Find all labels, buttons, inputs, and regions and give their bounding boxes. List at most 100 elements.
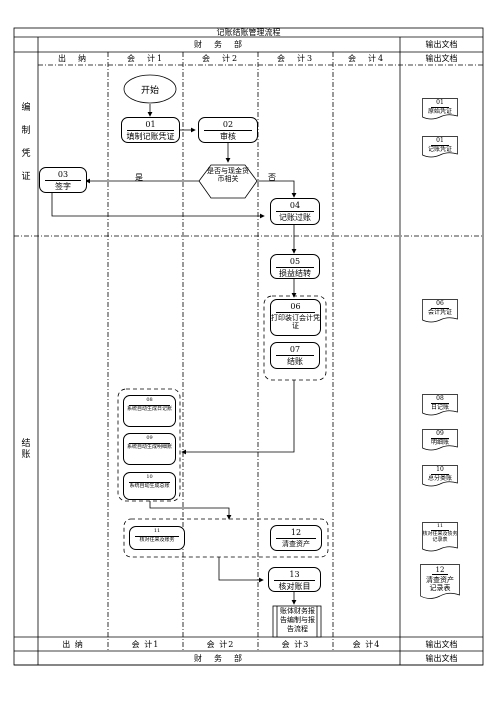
doc-label: 日记账 [430, 403, 449, 411]
node-05-label: 损益结转 [279, 269, 311, 279]
no-label: 否 [268, 173, 276, 182]
doc-label: 会计凭证 [427, 308, 452, 316]
node-09-label: 系统自动生成明细账 [127, 443, 173, 450]
doc-num: 10 [431, 466, 449, 475]
node-01: 01 填制记账凭证 [121, 117, 180, 143]
document-icon [422, 465, 458, 487]
doc-label: 总分类账 [427, 474, 452, 482]
node-06: 06 打印装订会计凭证 [270, 299, 321, 336]
node-12-label: 清查资产 [282, 540, 310, 549]
node-07-num: 07 [276, 345, 314, 357]
node-05-num: 05 [276, 257, 314, 269]
node-08-label: 系统自动生成日记账 [127, 405, 173, 412]
node-13-label: 核对账目 [278, 582, 311, 592]
node-07-label: 结账 [287, 357, 303, 367]
node-03-num: 03 [45, 170, 81, 182]
dept-header: 财 务 部 [194, 40, 244, 49]
doc-num: 08 [431, 395, 449, 404]
node-02-label: 审核 [220, 132, 236, 142]
document-icon [422, 98, 458, 120]
doc-label: 清查资产记录表 [426, 576, 454, 593]
node-12-num: 12 [276, 528, 316, 540]
doc-label: 记账凭证 [427, 145, 452, 153]
lane-accountant-3: 会 计3 [276, 54, 315, 63]
node-08-num: 08 [129, 397, 170, 406]
node-05: 05 损益结转 [270, 254, 320, 279]
node-10-num: 10 [129, 474, 170, 483]
decision-label: 是否与现金货币相关 [207, 167, 249, 184]
node-09-num: 09 [129, 435, 170, 444]
phase-label-2a: 结 [21, 439, 31, 449]
node-12: 12 清查资产 [270, 525, 322, 551]
lane-cashier: 出 纳 [58, 54, 88, 63]
phase-label-1d: 证 [21, 172, 31, 182]
node-01-label: 填制记账凭证 [126, 132, 175, 142]
doc-num: 06 [431, 300, 449, 309]
node-03: 03 签字 [39, 167, 87, 193]
phase-label-1a: 编 [21, 103, 31, 113]
node-13-num: 13 [274, 570, 315, 582]
start-node: 开始 [140, 86, 159, 96]
node-06-num: 06 [276, 302, 315, 314]
lane-output: 输出文档 [425, 54, 458, 63]
doc-num: 12 [432, 566, 448, 576]
output-header: 输出文档 [425, 40, 458, 49]
document-icon [420, 564, 460, 599]
footer-lane-accountant-3: 会 计3 [281, 639, 310, 649]
lane-accountant-2: 会 计2 [201, 54, 240, 63]
node-07: 07 结账 [270, 342, 320, 369]
document-icon [422, 522, 458, 552]
subprocess-label: 账体财务报告编制与报告流程 [280, 607, 315, 633]
node-01-num: 01 [127, 120, 174, 132]
phase-label-1c: 凭 [21, 149, 31, 159]
lane-accountant-4: 会 计4 [347, 54, 386, 63]
doc-label: 原始凭证 [427, 107, 452, 115]
phase-label-2b: 账 [21, 450, 31, 460]
page-title: 记账结账管理流程 [216, 28, 281, 37]
footer-lane-accountant-2: 会 计2 [206, 639, 235, 649]
node-04: 04 记账过账 [270, 198, 320, 225]
node-03-label: 签字 [55, 182, 71, 192]
document-icon [422, 394, 458, 416]
node-09: 09 系统自动生成明细账 [123, 433, 176, 465]
node-02: 02 审核 [198, 117, 258, 143]
node-10: 10 系统自动生成总账 [123, 472, 176, 500]
doc-label: 核对往来及债务记录表 [422, 530, 458, 543]
node-13: 13 核对账目 [268, 567, 321, 592]
footer-lane-cashier: 出 纳 [62, 639, 84, 649]
node-11: 11 核对往来及账务 [129, 526, 185, 550]
doc-num: 11 [431, 523, 449, 531]
node-02-num: 02 [204, 120, 252, 132]
node-11-num: 11 [135, 528, 179, 537]
footer-output-2: 输出文档 [425, 653, 458, 663]
footer-lane-accountant-1: 会 计1 [131, 639, 160, 649]
node-06-label: 打印装订会计凭证 [271, 314, 320, 331]
node-04-label: 记账过账 [279, 213, 311, 223]
decision-shape [198, 164, 258, 199]
doc-label: 明细账 [430, 438, 449, 446]
footer-lane-accountant-4: 会 计4 [352, 639, 381, 649]
doc-num: 01 [431, 99, 449, 108]
node-10-label: 系统自动生成总账 [129, 482, 170, 489]
lane-accountant-1: 会 计1 [126, 54, 165, 63]
node-08: 08 系统自动生成日记账 [123, 395, 176, 427]
document-icon [422, 299, 458, 323]
phase-label-1b: 制 [21, 126, 31, 136]
yes-label: 是 [135, 173, 143, 182]
doc-num: 01 [431, 137, 449, 146]
node-11-label: 核对往来及账务 [139, 536, 175, 543]
footer-output: 输出文档 [425, 639, 458, 649]
document-icon [422, 429, 458, 451]
node-04-num: 04 [276, 201, 314, 213]
doc-num: 09 [431, 430, 449, 439]
footer-dept: 财 务 部 [194, 653, 244, 663]
